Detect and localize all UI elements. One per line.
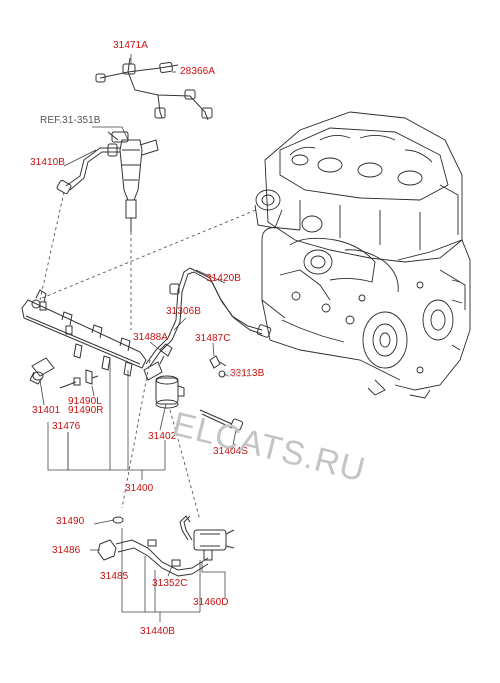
callout-31420B: 31420B: [206, 273, 242, 284]
return-line-assembly: [97, 515, 235, 577]
fuel-feed-pipe-31306B: [145, 267, 272, 367]
common-rail: [21, 289, 147, 377]
callout-31402: 31402: [148, 431, 177, 442]
callout-33113B: 33113B: [230, 368, 265, 379]
callout-31410B: 31410B: [30, 157, 66, 168]
callout-31476: 31476: [52, 421, 81, 432]
callout-31404S: 31404S: [213, 446, 249, 457]
leader-lines: [39, 54, 257, 598]
engine-block: [254, 111, 471, 399]
callout-31352C: 31352C: [152, 578, 188, 589]
watermark-copyright: ©2013: [226, 370, 250, 379]
callout-31440B: 31440B: [140, 626, 176, 637]
callout-31471A: 31471A: [113, 40, 149, 51]
fittings: [159, 343, 227, 378]
high-pressure-pipe-31410B: [56, 143, 120, 195]
injector-harness: [95, 57, 213, 121]
callout-91490L: 91490L: [68, 396, 102, 407]
callout-28366A: 28366A: [180, 66, 216, 77]
callout-31460D: 31460D: [193, 597, 229, 608]
reference-31-351B: REF.31-351B: [40, 115, 101, 126]
callout-31488A: 31488A: [133, 332, 169, 343]
callout-31485: 31485: [100, 571, 129, 582]
fuel-injector: [107, 131, 159, 232]
callout-91490R: 91490R: [68, 405, 104, 416]
mounting-bolts: [59, 369, 99, 389]
callout-31400: 31400: [125, 483, 154, 494]
callout-31306B: 31306B: [166, 306, 202, 317]
callout-31401: 31401: [32, 405, 61, 416]
callout-31486: 31486: [52, 545, 81, 556]
callout-31487C: 31487C: [195, 333, 231, 344]
callout-31490: 31490: [56, 516, 85, 527]
group-brackets: [47, 358, 201, 622]
return-bolt-31404S: [199, 409, 244, 431]
pressure-control-valve: [143, 361, 185, 409]
rail-pressure-sensor: [29, 357, 55, 385]
